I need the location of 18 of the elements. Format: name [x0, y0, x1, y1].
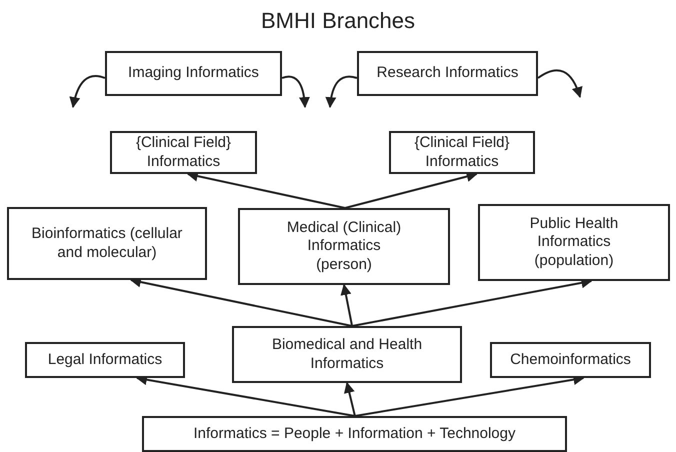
process-box: Research Informatics: [357, 51, 538, 96]
curved-arrow: [537, 69, 582, 98]
diagram-title: BMHI Branches: [260, 8, 416, 34]
process-box: Imaging Informatics: [105, 51, 282, 96]
curved-arrow: [326, 76, 358, 108]
process-box: {Clinical Field} Informatics: [110, 131, 257, 174]
process-box: Biomedical and Health Informatics: [232, 326, 462, 383]
arrow: [344, 382, 356, 416]
process-box: Public Health Informatics (population): [478, 204, 670, 281]
process-box: Informatics = People + Information + Technology: [142, 416, 567, 452]
process-box: Medical (Clinical) Informatics (person): [238, 208, 450, 285]
curved-arrow: [282, 76, 310, 108]
process-box: Bioinformatics (cellular and molecular): [7, 207, 207, 280]
process-box: {Clinical Field} Informatics: [389, 131, 535, 174]
arrow: [340, 284, 354, 326]
process-box: Legal Informatics: [25, 342, 185, 378]
curved-arrow: [70, 75, 106, 108]
process-box: Chemoinformatics: [490, 342, 651, 378]
